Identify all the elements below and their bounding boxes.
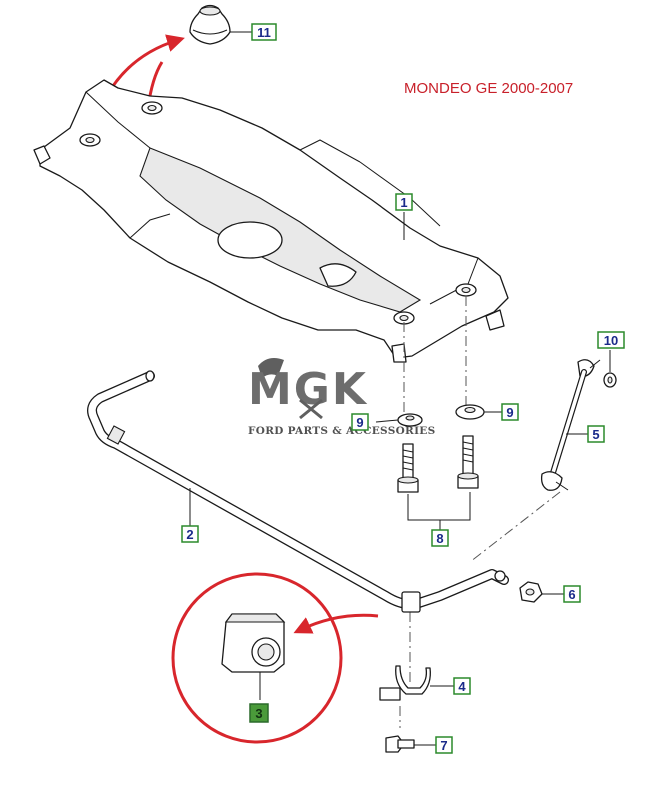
callout-11: 11: [251, 23, 277, 41]
callout-5: 5: [587, 425, 605, 443]
svg-text:2: 2: [186, 527, 193, 542]
svg-text:9: 9: [356, 415, 363, 430]
bushing-drawing: [221, 613, 286, 700]
nut-drawing: [519, 581, 564, 603]
svg-text:8: 8: [436, 531, 443, 546]
svg-text:10: 10: [604, 333, 618, 348]
stabilizer-bar-drawing: [87, 370, 509, 613]
subframe-drawing: [33, 79, 509, 363]
svg-text:5: 5: [592, 427, 599, 442]
bolt-drawing: [375, 404, 502, 530]
brand-logo: MGK FORD PARTS & ACCESSORIES: [248, 358, 435, 437]
callout-10: 10: [597, 331, 625, 349]
svg-text:3: 3: [255, 706, 262, 721]
svg-text:9: 9: [506, 405, 513, 420]
brand-tagline: FORD PARTS & ACCESSORIES: [248, 425, 435, 437]
callout-4: 4: [453, 677, 471, 695]
callout-2: 2: [181, 525, 199, 543]
callout-8: 8: [431, 529, 449, 547]
model-title: MONDEO GE 2000-2007: [404, 80, 573, 97]
link-rod-drawing: [540, 359, 601, 491]
callout-6: 6: [563, 585, 581, 603]
washer-drawing: [603, 350, 617, 388]
callout-1: 1: [395, 193, 413, 211]
bolt-small-drawing: [385, 735, 436, 753]
callout-9-right: 9: [501, 403, 519, 421]
mount-drawing: [189, 4, 252, 45]
highlight-circle: [171, 572, 343, 744]
svg-text:11: 11: [257, 25, 271, 40]
callout-3: 3: [249, 703, 269, 723]
callout-7: 7: [435, 736, 453, 754]
svg-text:1: 1: [400, 195, 407, 210]
red-arrow-bushing: [293, 613, 379, 634]
svg-text:7: 7: [440, 738, 447, 753]
callout-9-left: 9: [351, 413, 369, 431]
svg-text:6: 6: [568, 587, 575, 602]
svg-text:4: 4: [458, 679, 466, 694]
bracket-drawing: [379, 665, 454, 701]
